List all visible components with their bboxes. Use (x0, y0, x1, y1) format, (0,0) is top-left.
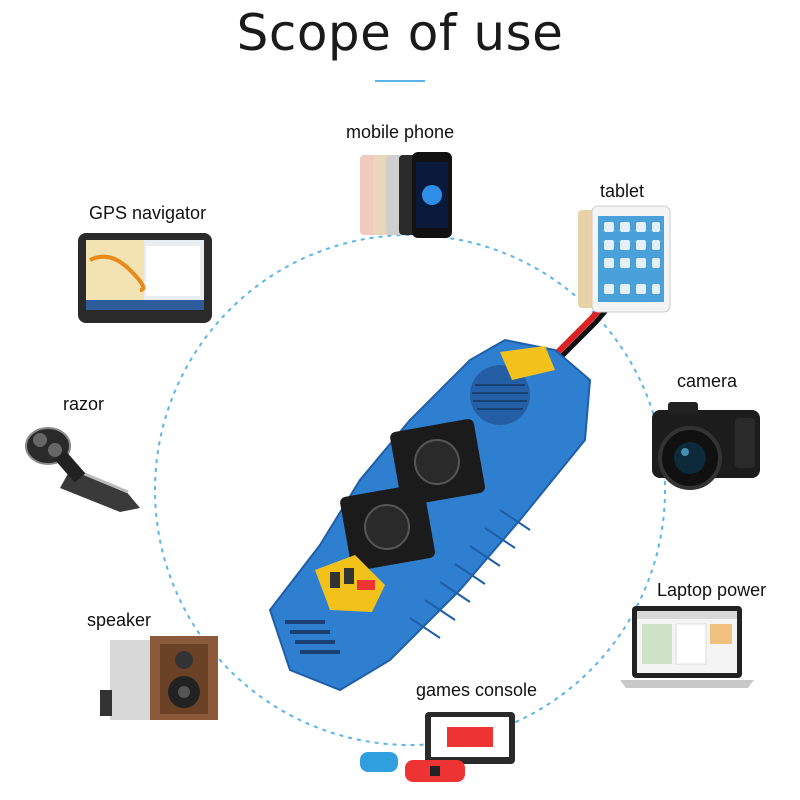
razor-image (25, 427, 140, 512)
tablet-image (578, 205, 671, 313)
laptop-image (620, 606, 754, 688)
speaker-image (100, 636, 218, 720)
games-console-image (360, 712, 515, 782)
label-speaker: speaker (87, 610, 152, 630)
label-laptop-power: Laptop power (657, 580, 767, 600)
power-inverter (268, 302, 610, 692)
label-camera: camera (677, 371, 738, 391)
dashed-orbit-circle (154, 234, 666, 746)
title-underline (375, 80, 425, 82)
camera-image (652, 402, 760, 490)
label-gps-navigator: GPS navigator (89, 203, 207, 223)
label-mobile-phone: mobile phone (346, 122, 455, 142)
label-games-console: games console (416, 680, 538, 700)
label-razor: razor (63, 394, 105, 414)
label-tablet: tablet (600, 181, 645, 201)
gps-navigator-image (78, 233, 212, 323)
page-title: Scope of use (236, 4, 564, 62)
mobile-phone-image (360, 152, 452, 238)
